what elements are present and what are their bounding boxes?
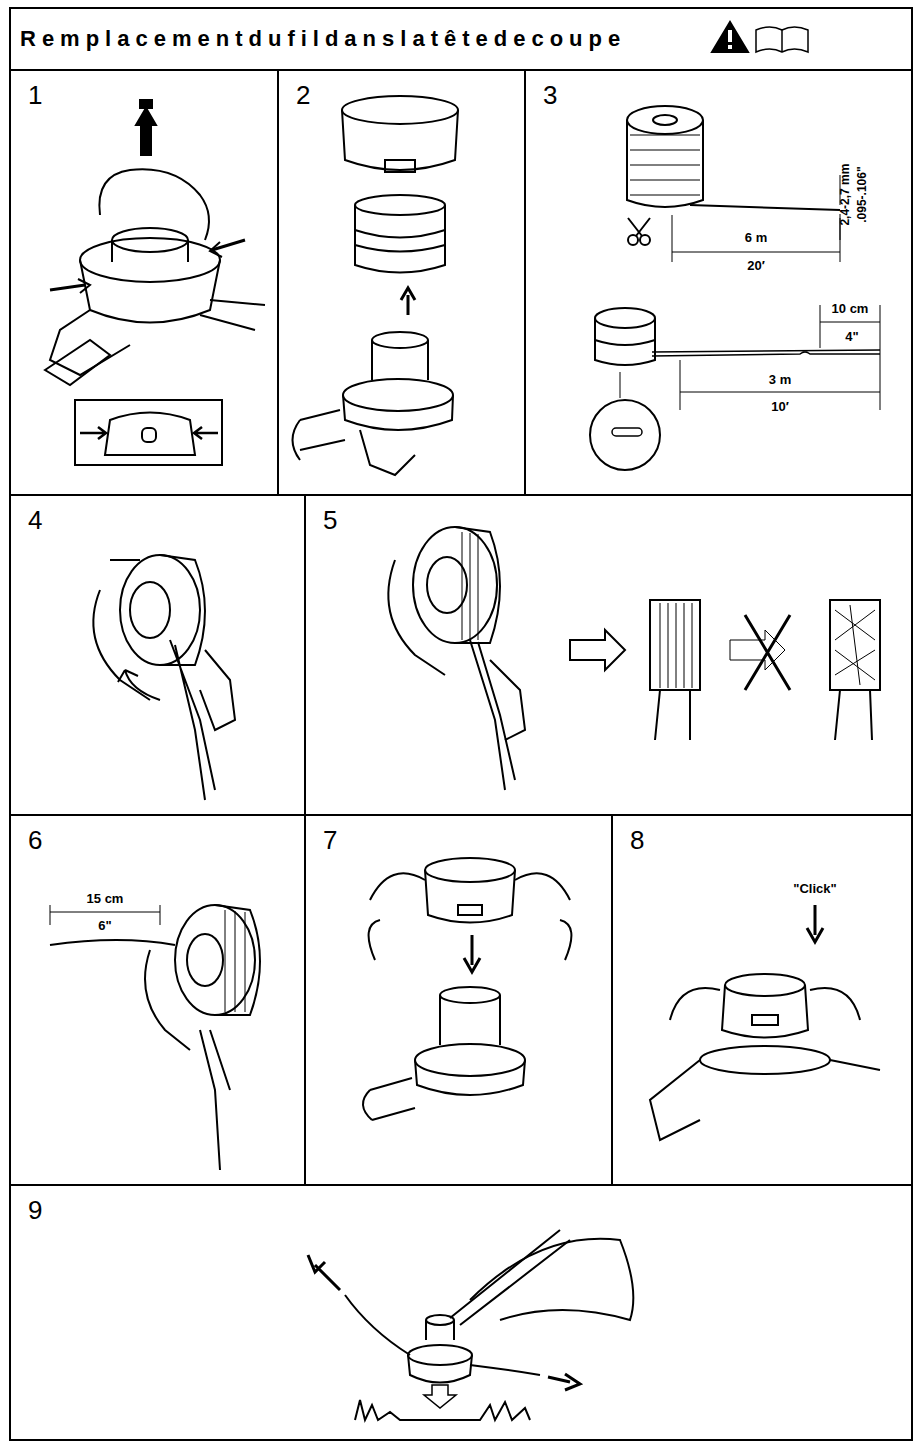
step-panel: 8 [612,815,912,1185]
step-number: 6 [28,825,42,856]
step-panel: 5 [305,495,912,815]
panel-7-art [363,858,571,1120]
step-panel: 7 [305,815,612,1185]
dimension-label: 6" [96,919,113,933]
step-number: 2 [296,80,310,111]
step-number: 4 [28,505,42,536]
step-panel: 3 [525,70,912,495]
panel-1-art [45,100,265,465]
step-number: 3 [543,80,557,111]
dimension-label: 10′ [769,400,791,414]
dimension-label: 10 cm [830,302,871,316]
panel-5-art [388,527,880,790]
dimension-label: "Click" [791,882,838,896]
panel-4-art [93,555,235,800]
step-panel: 2 [278,70,525,495]
step-number: 9 [28,1195,42,1226]
frame [10,8,912,1440]
title-text: Remplacementdufildanslatêtedecoupe [20,26,626,52]
panel-6-art [50,905,260,1170]
panel-9-art [308,1230,633,1420]
step-number: 8 [630,825,644,856]
dimension-label: 2,4-2,7 mm [839,162,852,228]
step-panel: 4 [10,495,305,815]
panel-3-art [590,106,880,470]
panel-8-art [650,905,880,1140]
dimension-label: 15 cm [85,892,126,906]
dimension-label: 4" [843,330,860,344]
step-panel: 6 [10,815,305,1185]
panel-2-art [293,96,459,475]
step-panel: 9 [10,1185,912,1440]
step-panel: 1 [10,70,278,495]
step-number: 7 [323,825,337,856]
dimension-label: 20′ [745,259,767,273]
dimension-label: 6 m [743,231,769,245]
step-number: 1 [28,80,42,111]
warning-icons [712,22,808,52]
dimension-label: 3 m [767,373,793,387]
dimension-label: .095-.106" [855,165,868,225]
step-number: 5 [323,505,337,536]
